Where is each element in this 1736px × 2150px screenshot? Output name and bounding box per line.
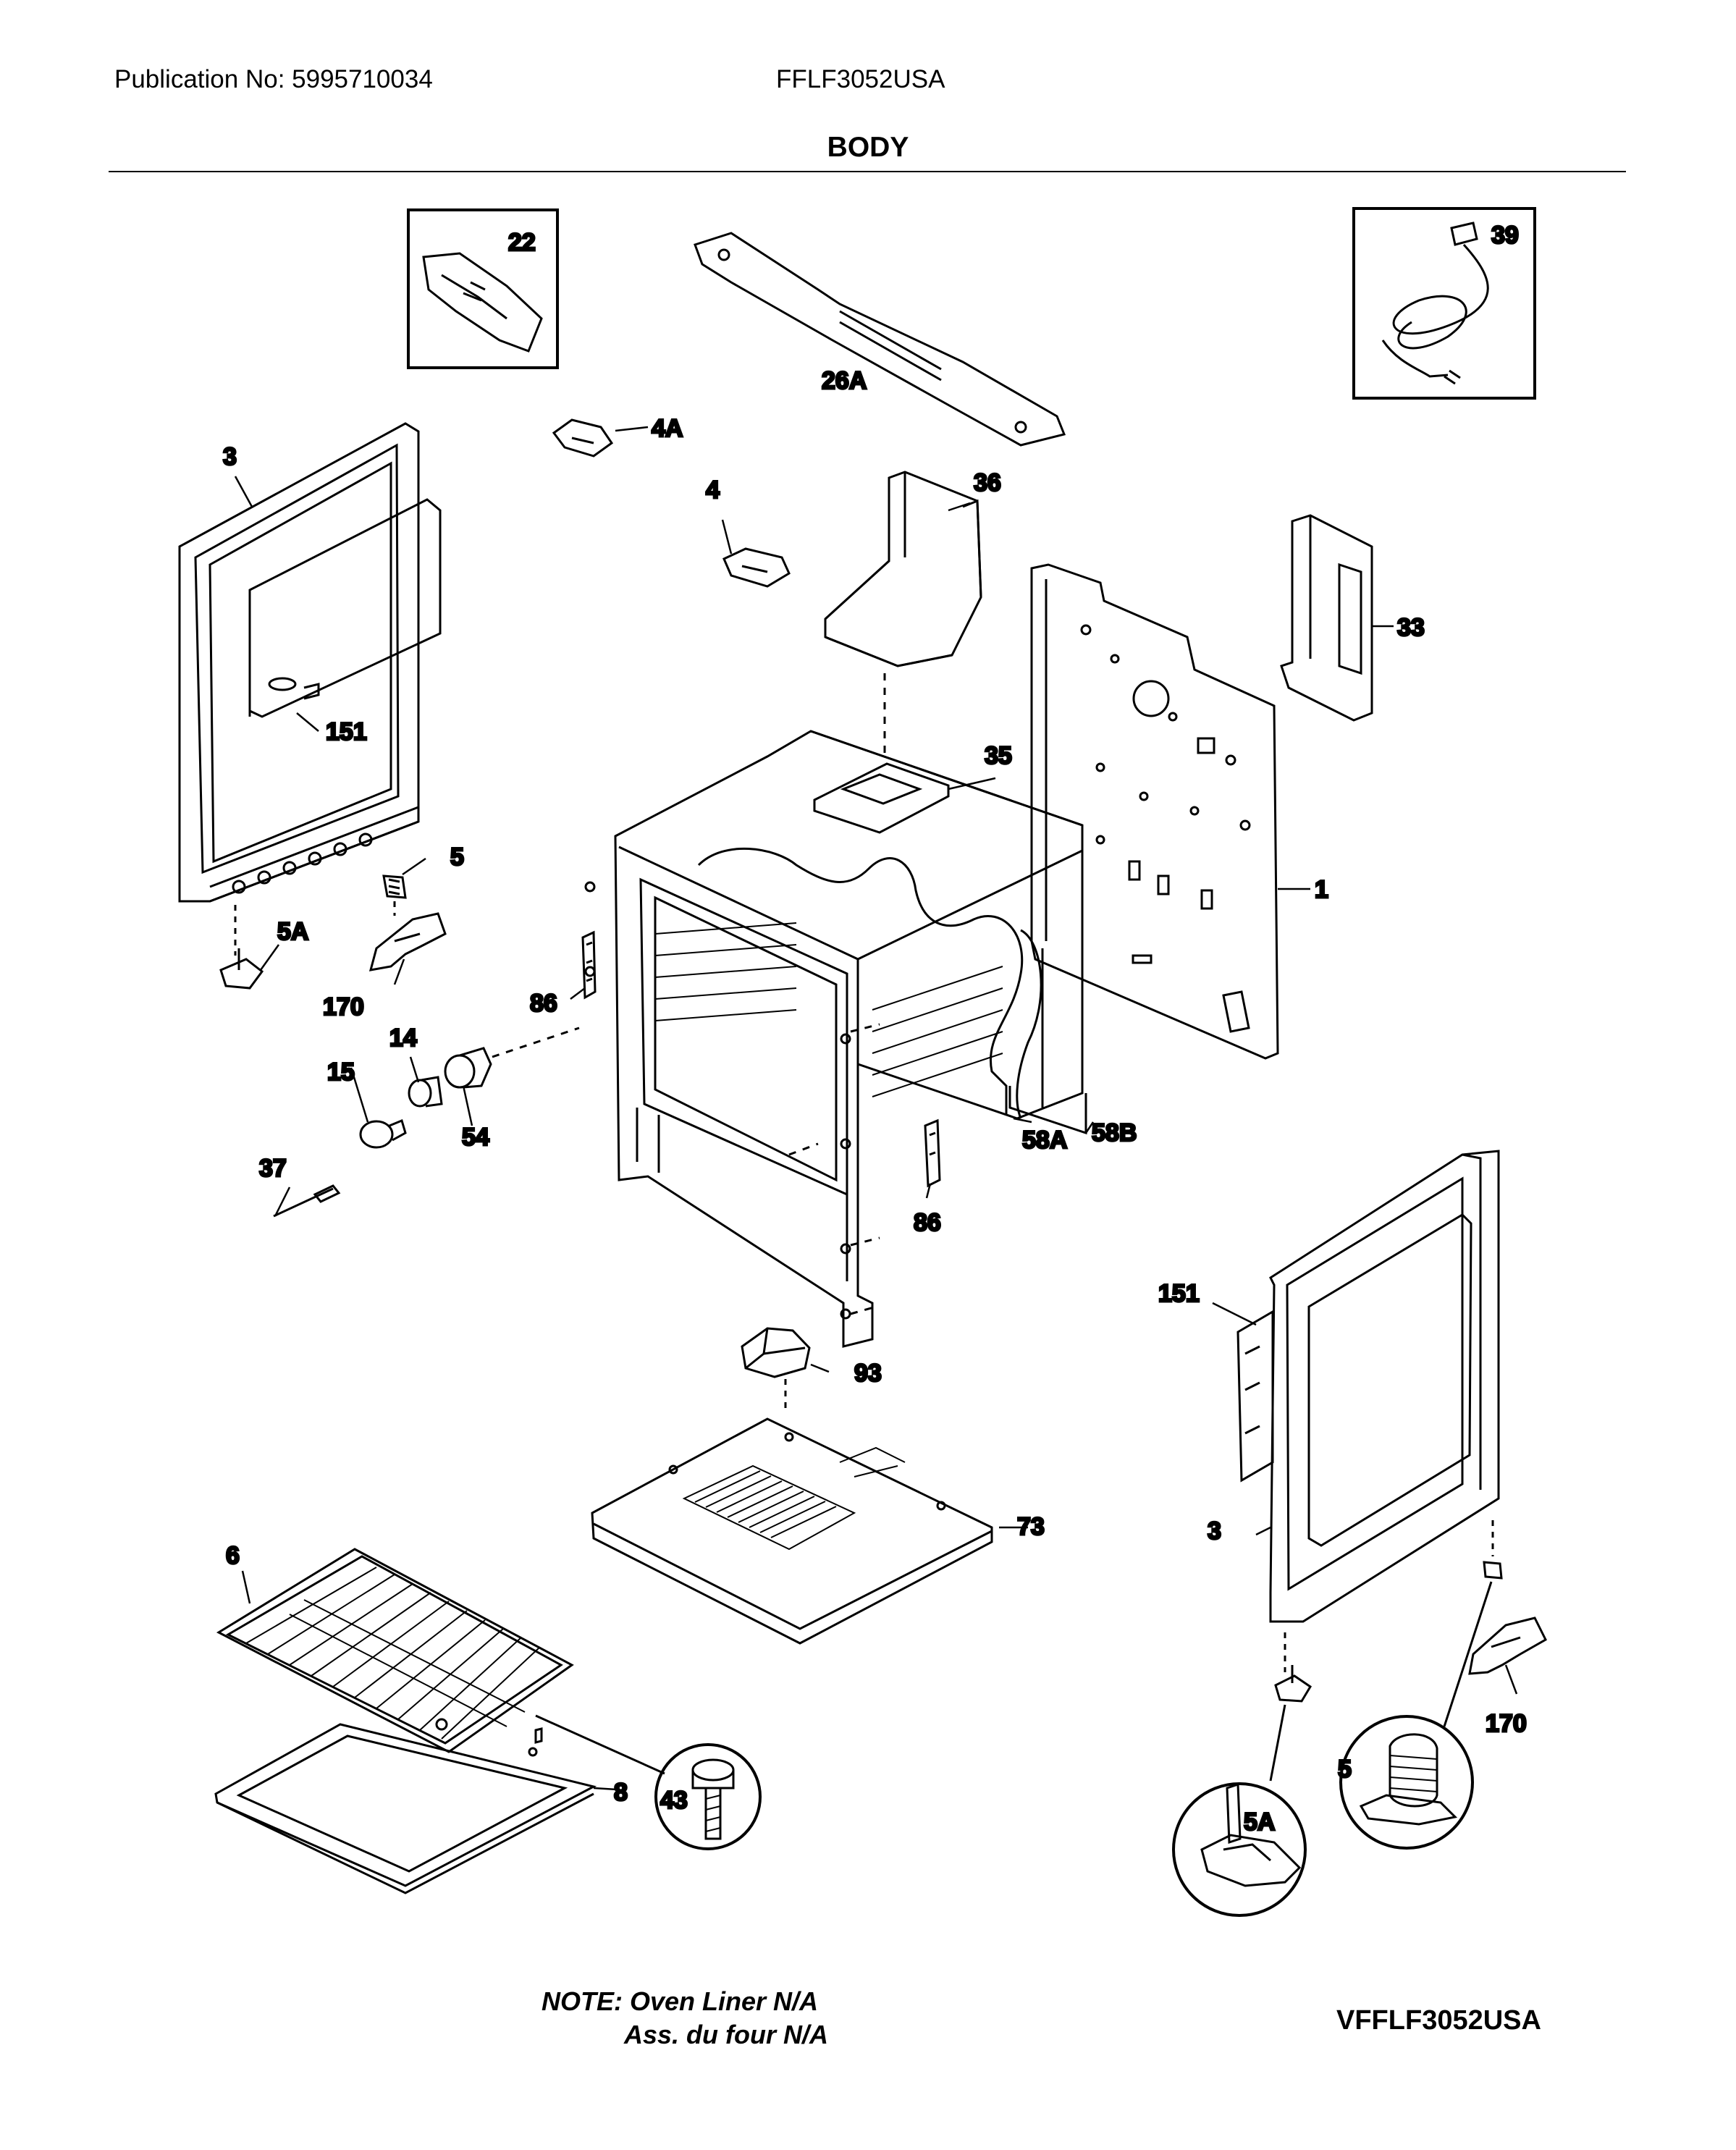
header-divider — [109, 171, 1626, 172]
callout-5-left: 5 — [450, 843, 464, 871]
part-35-plate — [813, 762, 950, 834]
part-54-lens — [444, 1047, 492, 1089]
callout-4: 4 — [706, 476, 720, 504]
dashed-guides-center — [788, 673, 886, 1315]
dashed-guide-left — [234, 901, 396, 956]
detail-circle-5a — [1172, 1704, 1307, 1917]
part-1-back-panel — [1030, 563, 1279, 1060]
note-line-2: Ass. du four N/A — [624, 2020, 829, 2049]
callout-73: 73 — [1017, 1513, 1045, 1540]
callout-151-left: 151 — [326, 718, 367, 746]
part-37-wire — [273, 1184, 341, 1218]
part-43-screw — [534, 1714, 762, 1850]
callout-33: 33 — [1397, 614, 1425, 641]
callout-37: 37 — [259, 1155, 287, 1182]
part-5-leveler-right — [1483, 1561, 1503, 1580]
callout-170-right: 170 — [1486, 1710, 1527, 1737]
leader-lines — [234, 426, 1518, 1791]
callout-39: 39 — [1491, 222, 1519, 249]
part-5-leveler-left — [382, 874, 407, 899]
part-151-left-heat-shield — [248, 498, 442, 718]
part-22-bracket — [407, 208, 559, 369]
part-170-bracket-left — [368, 912, 447, 971]
part-86-hinge-lower — [924, 1118, 941, 1188]
part-5a-leveler-left — [219, 948, 264, 990]
callout-86-upper: 86 — [530, 990, 557, 1017]
note-line-1: NOTE: Oven Liner N/A — [542, 1986, 819, 2016]
callout-151-right: 151 — [1158, 1280, 1200, 1307]
dashed-guide-lamp — [492, 1026, 580, 1058]
part-33-shield — [1280, 514, 1373, 722]
detail-circle-5 — [1339, 1581, 1493, 1850]
front-screws — [584, 881, 851, 1320]
callout-26a: 26A — [822, 367, 867, 395]
part-73-bottom-panel — [591, 1417, 993, 1645]
part-170-bracket-right — [1468, 1616, 1547, 1675]
callout-1: 1 — [1315, 876, 1328, 903]
callout-58a: 58A — [1022, 1126, 1067, 1154]
part-93-block — [741, 1327, 811, 1378]
diagram-code: VFFLF3052USA — [1336, 2005, 1541, 2036]
callout-35: 35 — [985, 742, 1012, 770]
callout-22: 22 — [508, 229, 536, 256]
callout-58b: 58B — [1092, 1119, 1137, 1147]
model-number: FFLF3052USA — [776, 65, 945, 93]
part-26a-strap — [694, 232, 1066, 447]
callout-5a-left: 5A — [277, 918, 308, 945]
callout-5a-right: 5A — [1244, 1808, 1275, 1836]
part-3-right-side-panel — [1269, 1150, 1500, 1623]
section-title: BODY — [827, 132, 909, 163]
callout-86-lower: 86 — [914, 1209, 941, 1236]
part-151-right-heat-shield — [1236, 1310, 1274, 1483]
part-39-power-cord — [1352, 207, 1536, 400]
callout-6: 6 — [226, 1542, 240, 1569]
part-4a-bracket — [552, 418, 614, 458]
oven-cavity — [614, 730, 1087, 1348]
callout-3-right: 3 — [1208, 1517, 1221, 1545]
part-4-bracket — [722, 547, 791, 588]
part-6-oven-rack — [216, 1548, 574, 1753]
part-86-hinge-upper — [581, 930, 597, 1000]
callout-170-left: 170 — [323, 993, 364, 1021]
callout-43: 43 — [660, 1787, 688, 1814]
callout-4a: 4A — [652, 415, 683, 442]
callout-36: 36 — [974, 469, 1001, 497]
part-8-drawer — [214, 1718, 597, 1894]
part-15-bulb — [359, 1118, 407, 1149]
callout-15: 15 — [327, 1058, 355, 1086]
part-58-insulation — [1016, 929, 1044, 1119]
publication-number: Publication No: 5995710034 — [114, 65, 433, 93]
callout-3-left: 3 — [223, 443, 237, 471]
callout-8: 8 — [614, 1779, 628, 1806]
part-5a-leveler-right — [1274, 1665, 1312, 1703]
callout-5-right: 5 — [1338, 1755, 1352, 1783]
callout-54: 54 — [462, 1124, 489, 1151]
callout-14: 14 — [389, 1024, 417, 1052]
part-14-socket — [408, 1076, 443, 1108]
part-3-left-side-panel — [178, 422, 420, 903]
part-36-duct — [824, 471, 982, 667]
callout-93: 93 — [854, 1359, 882, 1387]
